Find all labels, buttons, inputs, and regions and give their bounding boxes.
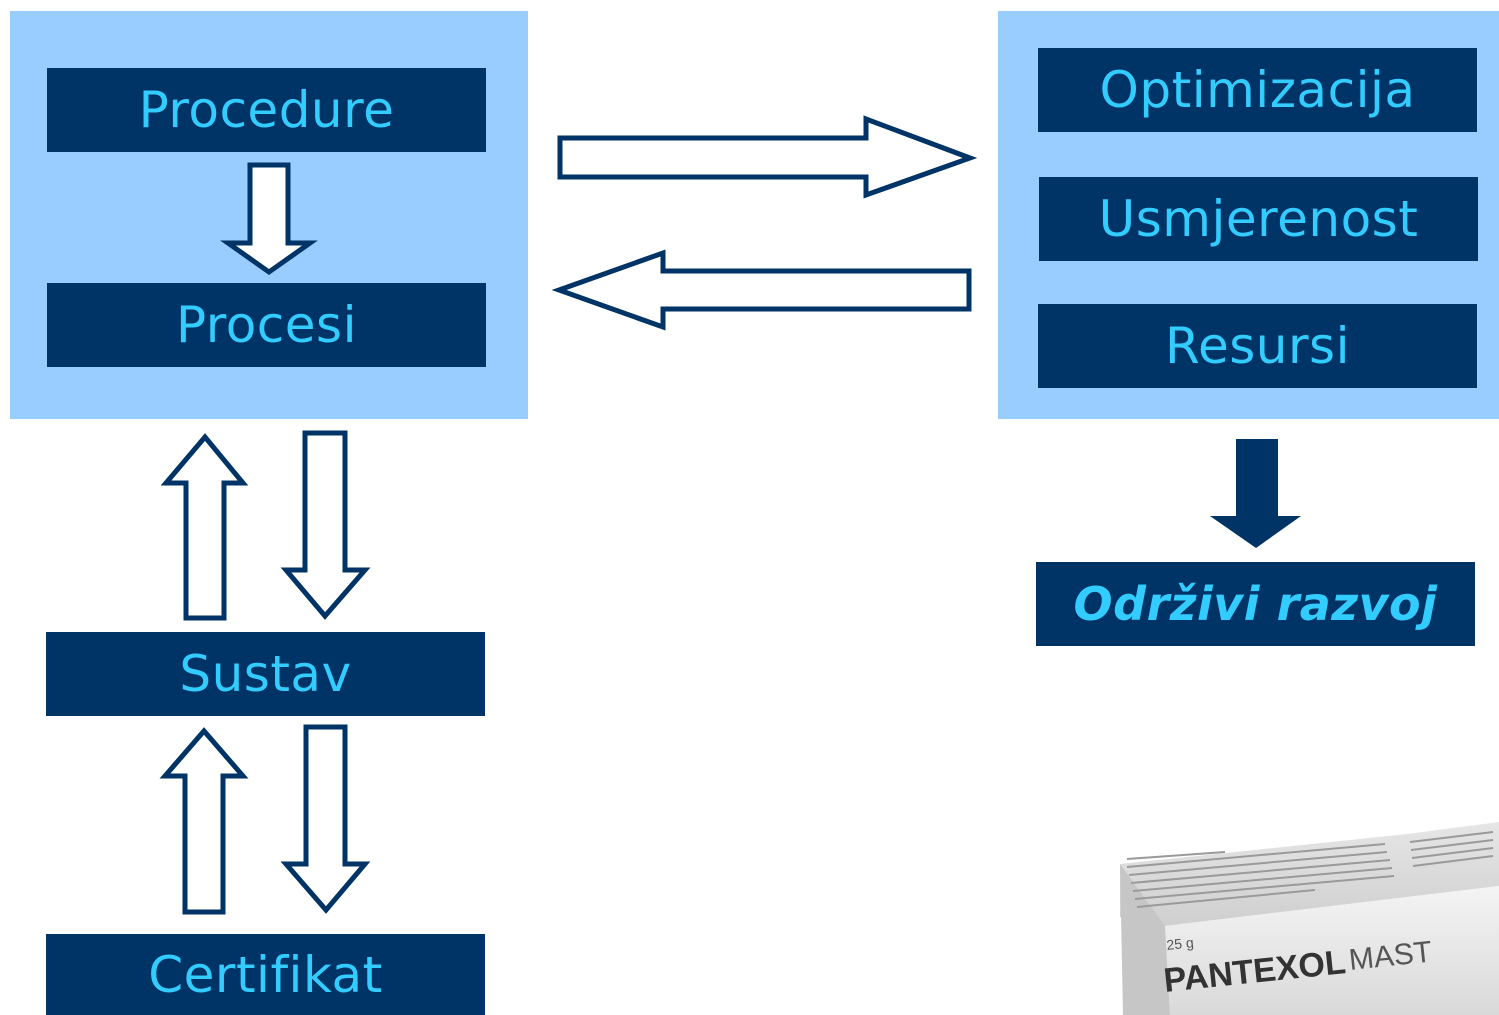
arrow-sustav-down [280,430,371,620]
arrow-certifikat-up [159,727,249,915]
product-image: 25 g PANTEXOL MAST [1115,822,1499,1015]
resursi-box: Resursi [1038,304,1477,388]
arrow-right-to-left [551,249,972,331]
procesi-box: Procesi [47,283,486,367]
arrow-procedure-to-procesi [220,162,318,276]
arrow-left-to-right [557,115,978,199]
usmjerenost-box: Usmjerenost [1039,177,1478,261]
certifikat-box: Certifikat [46,934,485,1015]
optimizacija-box: Optimizacija [1038,48,1477,132]
arrow-certifikat-down [280,724,371,914]
procedure-box: Procedure [47,68,486,152]
product-box-illustration: 25 g PANTEXOL MAST [1120,822,1499,1015]
arrow-to-odrzivi-razvoj [1210,439,1301,548]
arrow-sustav-up [160,433,249,621]
sustav-box: Sustav [46,632,485,716]
odrzivi-razvoj-box: Održivi razvoj [1036,562,1475,646]
product-weight: 25 g [1166,934,1195,953]
